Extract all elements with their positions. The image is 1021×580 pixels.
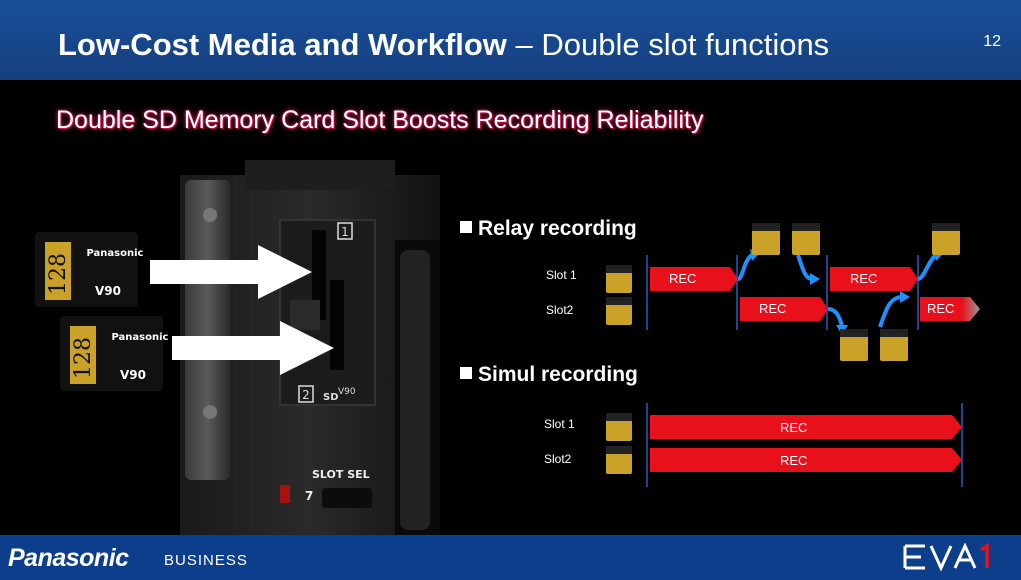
relay-slot2-label: Slot2 (546, 303, 574, 317)
diagram-graphics (606, 223, 980, 487)
relay-heading-text: Relay recording (478, 217, 637, 240)
simul-heading-text: Simul recording (478, 363, 638, 386)
insert-arrow-2-icon (172, 321, 334, 375)
bullet-square-icon (460, 221, 472, 233)
card-brand: Panasonic (112, 332, 169, 343)
page-number: 12 (983, 33, 1001, 50)
eva1-logo-icon (903, 543, 989, 571)
business-label: BUSINESS (164, 552, 248, 569)
relay-rec-bar (920, 297, 980, 321)
simul-heading: Simul recording (460, 363, 638, 387)
simul-slot1-label: Slot 1 (544, 417, 575, 431)
card-icon (880, 329, 908, 361)
sd-slot-1 (312, 230, 326, 320)
slot-sel-button (322, 488, 372, 508)
simul-slot2-label: Slot2 (544, 452, 572, 466)
swap-arrow-icon (827, 307, 844, 328)
screw-icon (203, 405, 217, 419)
card-icon (606, 265, 632, 293)
title-rest: – Double slot functions (506, 27, 830, 62)
card-speed: V90 (120, 368, 146, 382)
screw-icon (203, 208, 217, 222)
relay-rec-label: REC (669, 271, 697, 286)
swap-arrow-icon (917, 253, 938, 281)
card-capacity: 128 (71, 337, 96, 379)
relay-rec-bar (740, 297, 828, 321)
insert-arrow-1-icon (150, 245, 312, 299)
camera-slot-photo: 1 2 SD V90 SLOT SEL 7 Panasonic 128 V90 … (35, 160, 440, 535)
slot-1-marker: 1 (341, 225, 349, 239)
simul-rec-label: REC (780, 453, 808, 468)
slot-sel-label: SLOT SEL (312, 468, 370, 481)
swap-arrow-icon (737, 253, 754, 281)
simul-rec-bar (650, 415, 962, 439)
panasonic-logo: Panasonic (8, 544, 129, 572)
card-icon (792, 223, 820, 255)
card-icon (606, 413, 632, 441)
slide-title: Low-Cost Media and Workflow – Double slo… (58, 27, 829, 63)
simul-rec-bar (650, 448, 962, 472)
slot-2-marker: 2 (302, 388, 310, 402)
relay-rec-label: REC (759, 301, 787, 316)
recording-diagram: Relay recording Slot 1 Slot2 REC REC REC… (440, 205, 1021, 535)
card-icon (840, 329, 868, 361)
card-icon (606, 297, 632, 325)
slot-2-marker-box (298, 385, 314, 403)
subtitle: Double SD Memory Card Slot Boosts Record… (56, 106, 704, 134)
swap-arrow-icon (900, 291, 910, 303)
camera-sd-badge: V90 (338, 387, 356, 397)
sd-card-2: Panasonic 128 V90 (60, 316, 169, 391)
card-brand: Panasonic (87, 248, 144, 259)
header-bar: Low-Cost Media and Workflow – Double slo… (0, 0, 1021, 80)
swap-arrow-icon (878, 295, 903, 328)
swap-arrow-icon (810, 273, 820, 285)
relay-rec-bar (650, 267, 738, 291)
bullet-square-icon (460, 367, 472, 379)
swap-arrow-icon (796, 254, 813, 281)
sd-card-1: Panasonic 128 V90 (35, 232, 144, 307)
slot-1-marker-box (337, 222, 353, 240)
relay-slot1-label: Slot 1 (546, 268, 577, 282)
relay-heading: Relay recording (460, 217, 637, 241)
footer-bar: Panasonic BUSINESS (0, 535, 1021, 580)
card-icon (606, 446, 632, 474)
button-number: 7 (305, 489, 313, 503)
relay-rec-bar (830, 267, 918, 291)
card-capacity: 128 (46, 253, 71, 295)
sd-logo-icon: SD (323, 392, 339, 403)
relay-rec-label: REC (850, 271, 878, 286)
card-icon (932, 223, 960, 255)
sd-slot-2 (330, 280, 344, 370)
simul-rec-label: REC (780, 420, 808, 435)
card-icon (752, 223, 780, 255)
led-indicator (280, 485, 290, 503)
title-bold: Low-Cost Media and Workflow (58, 27, 507, 62)
relay-rec-label: REC (927, 301, 955, 316)
card-speed: V90 (95, 284, 121, 298)
